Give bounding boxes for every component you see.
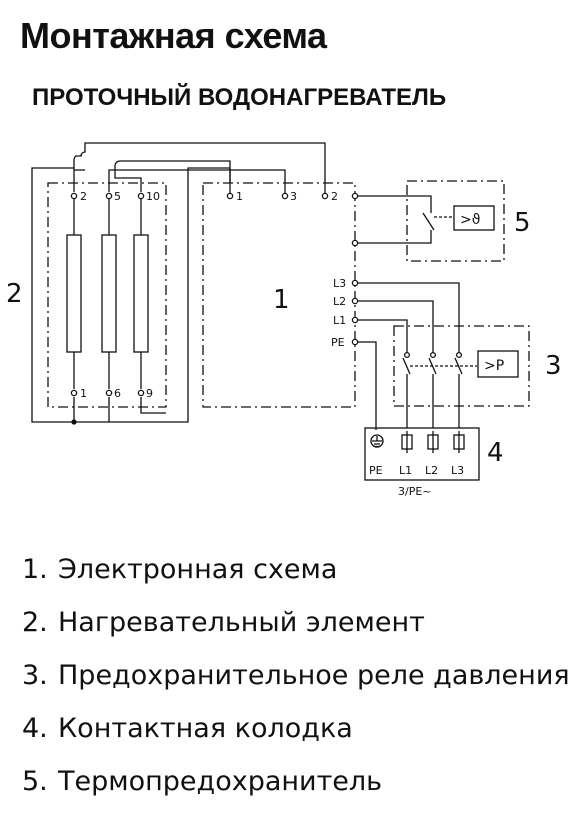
page-title: Монтажная схема (20, 15, 327, 56)
heater-terminal-5: 5 (114, 190, 121, 203)
phase-label-L2: L2 (333, 295, 346, 308)
phase-label-PE: PE (331, 336, 345, 349)
phase-label-L3: L3 (333, 277, 346, 290)
supply-label: 3/PE~ (398, 485, 432, 498)
page-subtitle: ПРОТОЧНЫЙ ВОДОНАГРЕВАТЕЛЬ (32, 84, 447, 111)
terminal-label-L3: L3 (451, 464, 464, 477)
phase-L1-wire (358, 319, 408, 355)
legend-text: Предохранительное реле давления (58, 660, 570, 691)
terminal-label-L2: L2 (425, 464, 438, 477)
heater-terminal-1: 1 (80, 387, 87, 400)
return-wire-2 (108, 167, 231, 423)
legend-item-4: 4.Контактная колодка (22, 713, 353, 744)
block-number-2: 2 (6, 279, 23, 309)
feed-wire-element-2 (108, 169, 286, 194)
electronics-block-outline (202, 182, 356, 408)
thermo-symbol: >ϑ (460, 212, 480, 228)
heater-block-outline (47, 182, 167, 408)
legend-item-2: 2.Нагревательный элемент (22, 607, 425, 638)
pressure-block-outline (393, 325, 530, 407)
thermo-switch (422, 212, 435, 231)
legend-item-3: 3.Предохранительное реле давления (22, 660, 570, 691)
legend-text: Контактная колодка (58, 713, 353, 744)
wiring-diagram: 2 5 10 1 6 9 1 3 2 L3 L2 L1 PE 1 2 3 4 5… (6, 142, 562, 498)
feed-wire-element-1 (73, 142, 326, 194)
heater-terminal-2: 2 (80, 190, 87, 203)
heating-element-3 (133, 234, 149, 353)
heating-element-2 (101, 234, 117, 353)
thermo-block-outline (406, 180, 505, 262)
terminal-block (364, 427, 480, 481)
block-number-3: 3 (545, 351, 562, 381)
pe-wire (358, 341, 377, 430)
legend-text: Термопредохранитель (58, 766, 383, 797)
phase-L3-wire (358, 282, 460, 355)
feed-wire-outer (31, 167, 75, 423)
terminal-label-PE: PE (369, 464, 383, 477)
terminal-label-L1: L1 (399, 464, 412, 477)
legend-text: Нагревательный элемент (58, 607, 425, 638)
heating-element-1 (66, 234, 82, 353)
pressure-symbol: >P (484, 358, 504, 374)
board-terminal-3: 3 (290, 190, 297, 203)
return-wire-3 (140, 397, 166, 414)
block-number-1: 1 (273, 285, 290, 315)
heater-terminal-9: 9 (146, 387, 153, 400)
legend-item-5: 5.Термопредохранитель (22, 766, 383, 797)
thermo-sensor (453, 205, 495, 231)
board-terminal-1: 1 (236, 190, 243, 203)
thermo-wire (358, 195, 432, 244)
pressure-sensor (477, 350, 519, 378)
heater-terminal-6: 6 (114, 387, 121, 400)
feed-wire-element-3 (114, 160, 231, 194)
legend-item-1: 1.Электронная схема (22, 554, 338, 585)
phase-L2-wire (358, 300, 434, 355)
phase-label-L1: L1 (333, 314, 346, 327)
board-terminal-2: 2 (331, 190, 338, 203)
heater-terminal-10: 10 (146, 190, 160, 203)
legend-list: 1.Электронная схема 2.Нагревательный эле… (22, 549, 570, 814)
block-number-5: 5 (514, 208, 531, 238)
block-number-4: 4 (487, 438, 504, 468)
legend-text: Электронная схема (58, 554, 338, 585)
